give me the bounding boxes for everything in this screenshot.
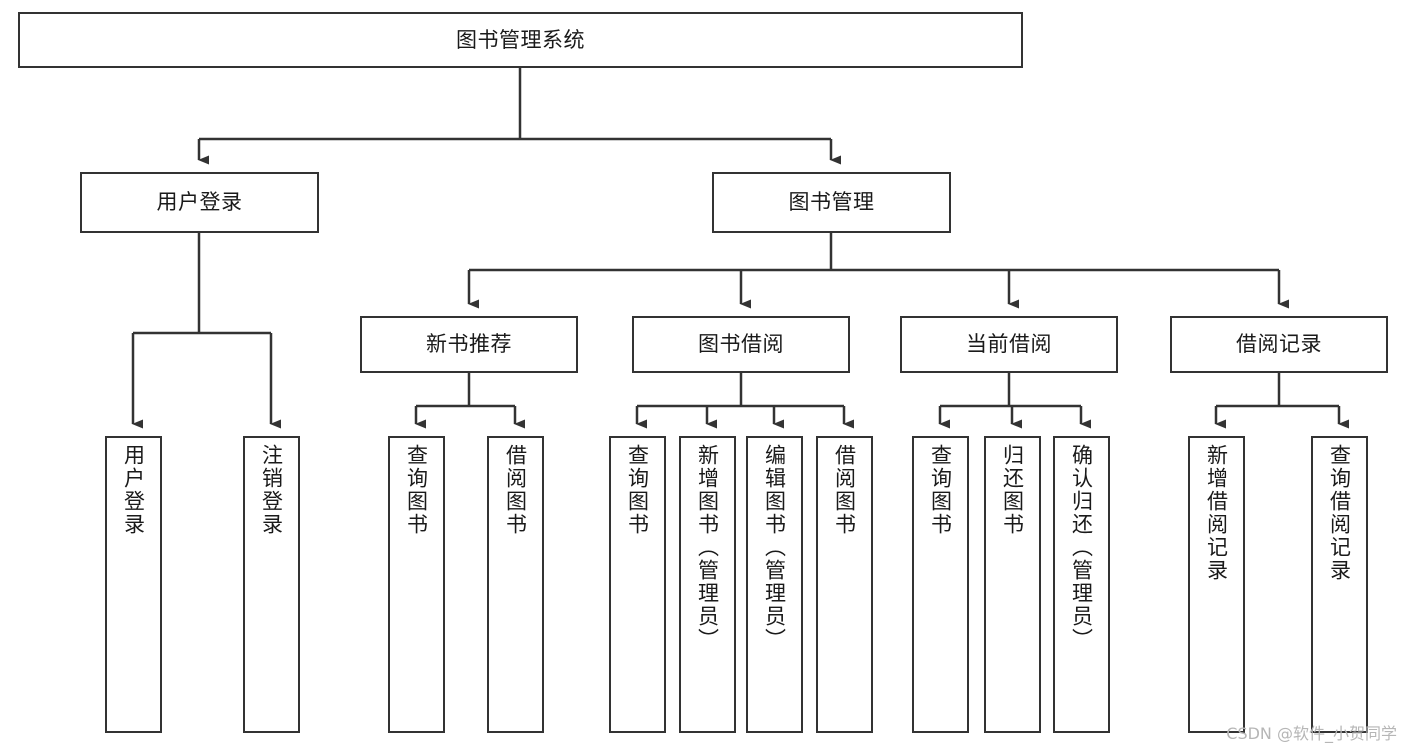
node-leaf-borrow-book-2[interactable]: 借阅图书 bbox=[816, 436, 873, 733]
node-leaf-query-book-1[interactable]: 查询图书 bbox=[388, 436, 445, 733]
node-label: 归还图书 bbox=[1000, 444, 1025, 536]
node-label: 查询图书 bbox=[928, 444, 953, 536]
node-label: 图书借阅 bbox=[698, 332, 784, 357]
node-leaf-add-record[interactable]: 新增借阅记录 bbox=[1188, 436, 1245, 733]
node-label: 查询图书 bbox=[404, 444, 429, 536]
node-label: 用户登录 bbox=[156, 190, 243, 215]
node-leaf-query-book-2[interactable]: 查询图书 bbox=[609, 436, 666, 733]
node-label: 图书管理 bbox=[788, 190, 875, 215]
node-label: 新增借阅记录 bbox=[1204, 444, 1229, 582]
node-label: 确认归还（管理员） bbox=[1069, 444, 1094, 651]
node-label: 查询借阅记录 bbox=[1327, 444, 1352, 582]
csdn-watermark: CSDN @软件_小贺同学 bbox=[1226, 724, 1397, 743]
node-book-borrow[interactable]: 图书借阅 bbox=[632, 316, 850, 373]
node-leaf-return-book[interactable]: 归还图书 bbox=[984, 436, 1041, 733]
node-leaf-query-book-3[interactable]: 查询图书 bbox=[912, 436, 969, 733]
node-leaf-confirm-return[interactable]: 确认归还（管理员） bbox=[1053, 436, 1110, 733]
node-book-manage[interactable]: 图书管理 bbox=[712, 172, 951, 233]
node-leaf-borrow-book-1[interactable]: 借阅图书 bbox=[487, 436, 544, 733]
node-label: 用户登录 bbox=[121, 444, 146, 536]
node-leaf-edit-book[interactable]: 编辑图书（管理员） bbox=[746, 436, 803, 733]
node-label: 借阅记录 bbox=[1236, 332, 1322, 357]
node-current-borrow[interactable]: 当前借阅 bbox=[900, 316, 1118, 373]
node-label: 借阅图书 bbox=[503, 444, 528, 536]
node-label: 新书推荐 bbox=[426, 332, 512, 357]
node-label: 当前借阅 bbox=[966, 332, 1052, 357]
node-root-system[interactable]: 图书管理系统 bbox=[18, 12, 1023, 68]
node-label: 查询图书 bbox=[625, 444, 650, 536]
node-label: 借阅图书 bbox=[832, 444, 857, 536]
node-label: 编辑图书（管理员） bbox=[762, 444, 787, 651]
node-leaf-query-record[interactable]: 查询借阅记录 bbox=[1311, 436, 1368, 733]
node-leaf-user-logout[interactable]: 注销登录 bbox=[243, 436, 300, 733]
node-borrow-record[interactable]: 借阅记录 bbox=[1170, 316, 1388, 373]
node-label: 新增图书（管理员） bbox=[695, 444, 720, 651]
node-leaf-user-login[interactable]: 用户登录 bbox=[105, 436, 162, 733]
node-leaf-add-book[interactable]: 新增图书（管理员） bbox=[679, 436, 736, 733]
node-user-login[interactable]: 用户登录 bbox=[80, 172, 319, 233]
node-label: 图书管理系统 bbox=[456, 27, 585, 52]
node-new-book-recommend[interactable]: 新书推荐 bbox=[360, 316, 578, 373]
node-label: 注销登录 bbox=[259, 444, 284, 536]
